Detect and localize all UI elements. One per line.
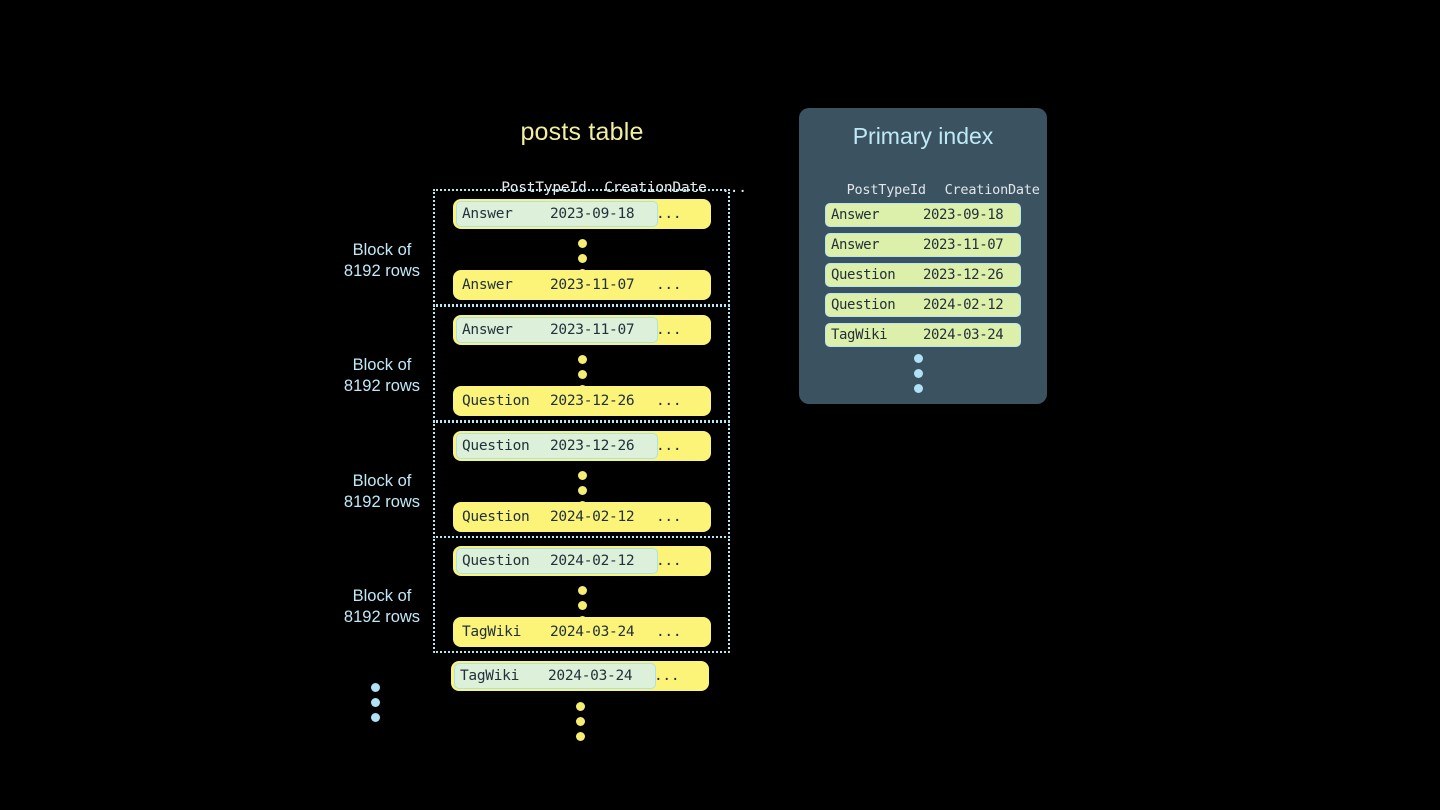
row-content: Answer 2023-09-18...: [453, 199, 711, 229]
index-row[interactable]: Question 2024-02-12: [825, 293, 1021, 317]
table-row[interactable]: Question 2024-02-12...: [453, 502, 711, 532]
row-highlight-box: [456, 548, 658, 574]
cell-creation-date: 2023-11-07: [550, 322, 635, 338]
column-header-post-type-id: PostTypeId: [501, 180, 587, 196]
table-row[interactable]: Answer 2023-11-07...: [453, 315, 711, 345]
cell-post-type-id: Answer: [831, 237, 880, 253]
cell-creation-date: 2024-03-24: [548, 668, 633, 684]
cell-post-type-id: Answer: [462, 277, 513, 293]
row-highlight-box: [454, 663, 656, 689]
cell-post-type-id: Question: [462, 438, 530, 454]
row-content: Question 2023-12-26...: [453, 386, 711, 416]
block-2: Answer 2023-11-07... Question 2023-12-26..…: [433, 305, 730, 422]
cell-creation-date: 2023-11-07: [923, 237, 1004, 253]
cell-more: ...: [656, 509, 682, 525]
vertical-ellipsis-icon: [371, 683, 381, 722]
primary-index-panel: Primary index PostTypeId CreationDate Ans…: [799, 108, 1047, 404]
cell-creation-date: 2024-02-12: [550, 553, 635, 569]
cell-creation-date: 2023-12-26: [550, 393, 635, 409]
vertical-ellipsis-icon: [914, 354, 924, 393]
column-header-more: ...: [721, 180, 747, 196]
row-content: Question 2024-02-12...: [453, 546, 711, 576]
cell-more: ...: [656, 393, 682, 409]
cell-more: ...: [656, 624, 682, 640]
primary-index-column-headers: PostTypeId CreationDate: [799, 166, 1047, 214]
block-label-3: Block of 8192 rows: [343, 472, 421, 511]
row-content: TagWiki 2024-03-24...: [451, 661, 709, 691]
column-header-creation-date: CreationDate: [604, 180, 707, 196]
cell-more: ...: [656, 277, 682, 293]
cell-creation-date: 2023-09-18: [550, 206, 635, 222]
cell-more: ...: [654, 668, 680, 684]
cell-creation-date: 2024-03-24: [923, 327, 1004, 343]
column-header-creation-date: CreationDate: [944, 182, 1040, 198]
table-row[interactable]: TagWiki 2024-03-24...: [453, 617, 711, 647]
cell-creation-date: 2023-12-26: [923, 267, 1004, 283]
cell-more: ...: [656, 438, 682, 454]
index-row[interactable]: Question 2023-12-26: [825, 263, 1021, 287]
table-row[interactable]: Question 2024-02-12...: [453, 546, 711, 576]
cell-more: ...: [656, 206, 682, 222]
table-row[interactable]: Answer 2023-09-18...: [453, 199, 711, 229]
block-label-2: Block of 8192 rows: [343, 356, 421, 395]
block-4: Question 2024-02-12... TagWiki 2024-03-24.…: [433, 536, 730, 653]
row-content: Answer 2023-11-07...: [453, 315, 711, 345]
cell-post-type-id: Question: [462, 509, 530, 525]
cell-post-type-id: Answer: [831, 207, 880, 223]
cell-post-type-id: TagWiki: [831, 327, 888, 343]
row-highlight-box: [456, 201, 658, 227]
block-label-1: Block of 8192 rows: [343, 241, 421, 280]
table-row[interactable]: Question 2023-12-26...: [453, 431, 711, 461]
row-content: Question 2024-02-12...: [453, 502, 711, 532]
table-row[interactable]: Question 2023-12-26...: [453, 386, 711, 416]
index-row[interactable]: Answer 2023-11-07: [825, 233, 1021, 257]
cell-post-type-id: Question: [831, 267, 896, 283]
cell-creation-date: 2023-12-26: [550, 438, 635, 454]
block-label-4: Block of 8192 rows: [343, 587, 421, 626]
posts-table-title: posts table: [520, 118, 644, 146]
row-content: TagWiki 2024-03-24...: [453, 617, 711, 647]
cell-post-type-id: Question: [462, 393, 530, 409]
row-content: Answer 2023-11-07...: [453, 270, 711, 300]
block-3: Question 2023-12-26... Question 2024-02-12…: [433, 421, 730, 538]
cell-creation-date: 2024-02-12: [923, 297, 1004, 313]
row-content: Question 2023-12-26...: [453, 431, 711, 461]
cell-more: ...: [656, 553, 682, 569]
index-row[interactable]: TagWiki 2024-03-24: [825, 323, 1021, 347]
column-header-post-type-id: PostTypeId: [846, 182, 926, 198]
cell-post-type-id: Question: [831, 297, 896, 313]
cell-post-type-id: Answer: [462, 322, 513, 338]
index-row[interactable]: Answer 2023-09-18: [825, 203, 1021, 227]
cell-creation-date: 2023-11-07: [550, 277, 635, 293]
primary-index-title: Primary index: [852, 123, 994, 149]
row-highlight-box: [456, 317, 658, 343]
cell-post-type-id: Question: [462, 553, 530, 569]
cell-more: ...: [656, 322, 682, 338]
table-row[interactable]: TagWiki 2024-03-24...: [451, 661, 709, 691]
cell-creation-date: 2023-09-18: [923, 207, 1004, 223]
block-1: Answer 2023-09-18... Answer 2023-11-07...: [433, 189, 730, 306]
cell-post-type-id: TagWiki: [460, 668, 520, 684]
vertical-ellipsis-icon: [576, 702, 586, 741]
posts-table-column-headers: PostTypeId CreationDate...: [450, 164, 747, 212]
cell-post-type-id: TagWiki: [462, 624, 522, 640]
cell-creation-date: 2024-03-24: [550, 624, 635, 640]
table-row[interactable]: Answer 2023-11-07...: [453, 270, 711, 300]
cell-creation-date: 2024-02-12: [550, 509, 635, 525]
cell-post-type-id: Answer: [462, 206, 513, 222]
row-highlight-box: [456, 433, 658, 459]
